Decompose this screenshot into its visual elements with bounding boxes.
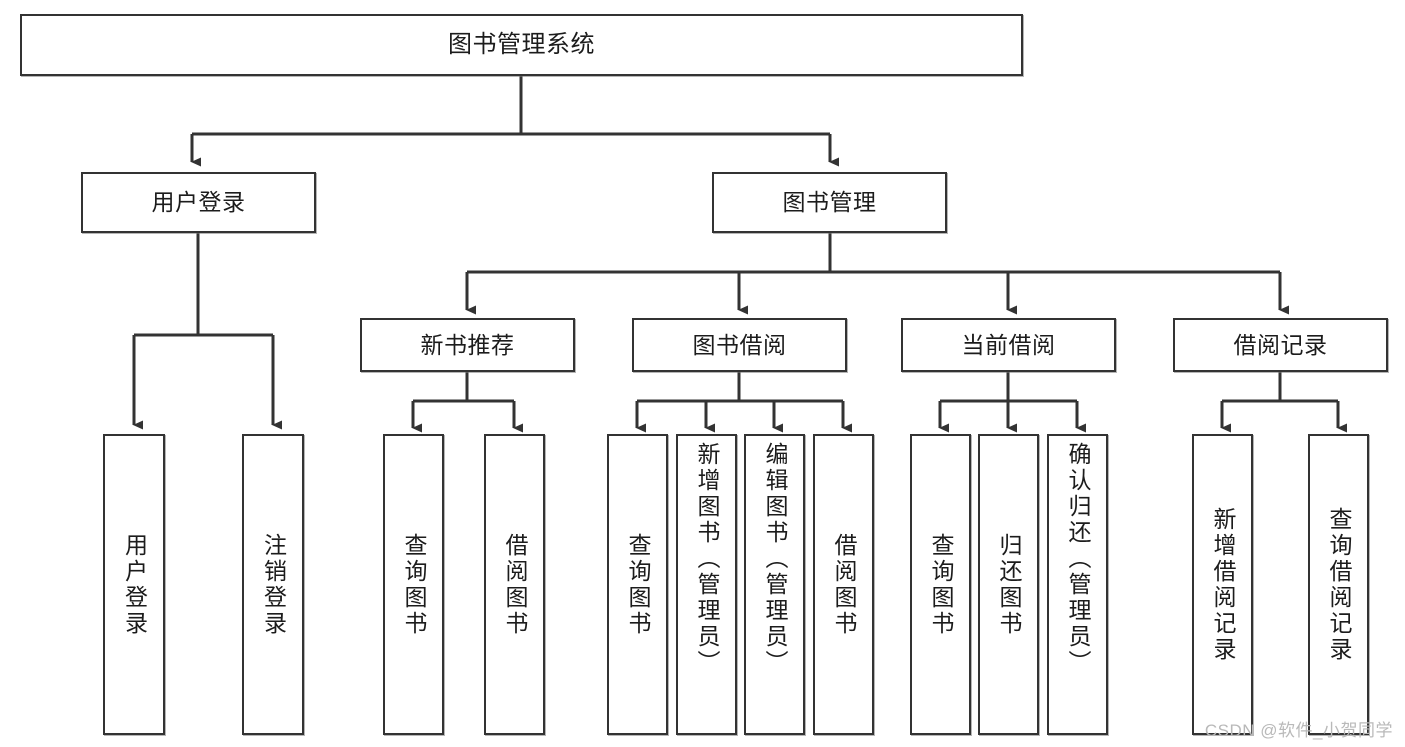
node-leaf-borrow-book-1[interactable]: 借阅图书: [484, 434, 545, 735]
node-borrow-record[interactable]: 借阅记录: [1173, 318, 1388, 372]
node-user-login-label: 用户登录: [151, 189, 246, 216]
node-book-borrow-label: 图书借阅: [692, 331, 787, 358]
node-leaf-borrow-book-2[interactable]: 借阅图书: [813, 434, 874, 735]
node-leaf-query-record-label: 查询借阅记录: [1326, 506, 1352, 663]
node-root-label: 图书管理系统: [448, 31, 595, 59]
node-leaf-return-book-label: 归还图书: [996, 532, 1022, 637]
node-new-book-rec[interactable]: 新书推荐: [360, 318, 575, 372]
node-current-borrow-label: 当前借阅: [961, 331, 1056, 358]
node-new-book-rec-label: 新书推荐: [420, 331, 515, 358]
node-book-manage[interactable]: 图书管理: [712, 172, 947, 233]
node-root[interactable]: 图书管理系统: [20, 14, 1023, 76]
node-book-manage-label: 图书管理: [782, 189, 877, 216]
node-leaf-query-book-1[interactable]: 查询图书: [383, 434, 444, 735]
node-user-login[interactable]: 用户登录: [81, 172, 316, 233]
node-leaf-add-record[interactable]: 新增借阅记录: [1192, 434, 1253, 735]
node-leaf-borrow-book-2-label: 借阅图书: [831, 532, 857, 637]
node-leaf-query-book-2-label: 查询图书: [625, 532, 651, 637]
node-borrow-record-label: 借阅记录: [1233, 331, 1328, 358]
node-leaf-add-record-label: 新增借阅记录: [1210, 506, 1236, 663]
node-leaf-user-login-label: 用户登录: [121, 532, 148, 637]
node-leaf-query-book-1-label: 查询图书: [401, 532, 427, 637]
node-leaf-logout-label: 注销登录: [260, 532, 287, 637]
node-leaf-query-record[interactable]: 查询借阅记录: [1308, 434, 1369, 735]
node-book-borrow[interactable]: 图书借阅: [632, 318, 847, 372]
node-current-borrow[interactable]: 当前借阅: [901, 318, 1116, 372]
node-leaf-query-book-2[interactable]: 查询图书: [607, 434, 668, 735]
node-leaf-confirm-return[interactable]: 确认归还（管理员）: [1047, 434, 1108, 735]
node-leaf-user-login[interactable]: 用户登录: [103, 434, 165, 735]
node-leaf-add-book[interactable]: 新增图书（管理员）: [676, 434, 737, 735]
watermark: CSDN @软件_小贺同学: [1204, 721, 1393, 740]
node-leaf-logout[interactable]: 注销登录: [242, 434, 304, 735]
node-leaf-edit-book-label: 编辑图书（管理员）: [762, 442, 788, 676]
node-leaf-query-book-3-label: 查询图书: [928, 532, 954, 637]
node-leaf-edit-book[interactable]: 编辑图书（管理员）: [744, 434, 805, 735]
node-leaf-confirm-return-label: 确认归还（管理员）: [1065, 442, 1091, 676]
node-leaf-query-book-3[interactable]: 查询图书: [910, 434, 971, 735]
node-leaf-borrow-book-1-label: 借阅图书: [502, 532, 528, 637]
node-leaf-add-book-label: 新增图书（管理员）: [694, 442, 720, 676]
node-leaf-return-book[interactable]: 归还图书: [978, 434, 1039, 735]
